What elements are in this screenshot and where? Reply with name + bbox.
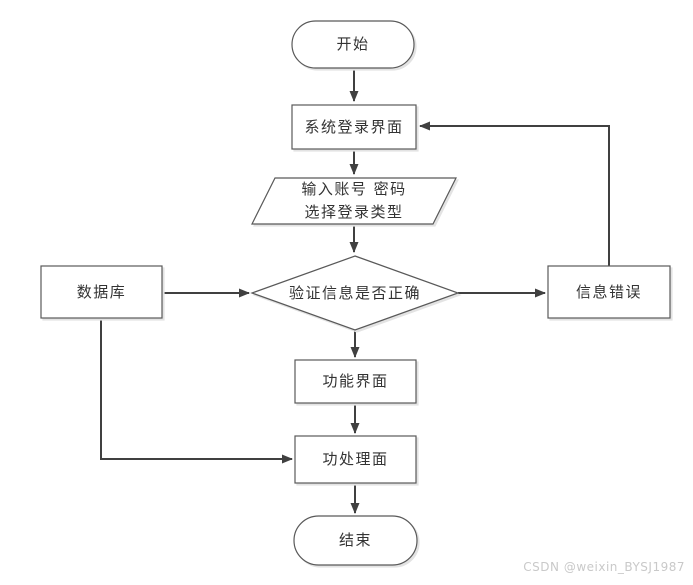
csdn-watermark: CSDN @weixin_BYSJ1987	[523, 560, 685, 574]
verify-decision-shape	[250, 255, 460, 331]
function-process-shape	[294, 359, 417, 404]
shapes	[40, 20, 671, 566]
process-process-shape	[294, 435, 417, 484]
database-process-shape	[40, 265, 163, 319]
edge-database-to-process	[100, 318, 293, 464]
error-process-shape	[547, 265, 671, 319]
start-terminator-shape	[291, 20, 415, 69]
edge-error-to-login	[419, 121, 610, 266]
login-process-shape	[291, 104, 417, 150]
connectors	[100, 68, 610, 514]
end-terminator-shape	[293, 515, 418, 566]
input-parallelogram-shape	[251, 177, 457, 225]
